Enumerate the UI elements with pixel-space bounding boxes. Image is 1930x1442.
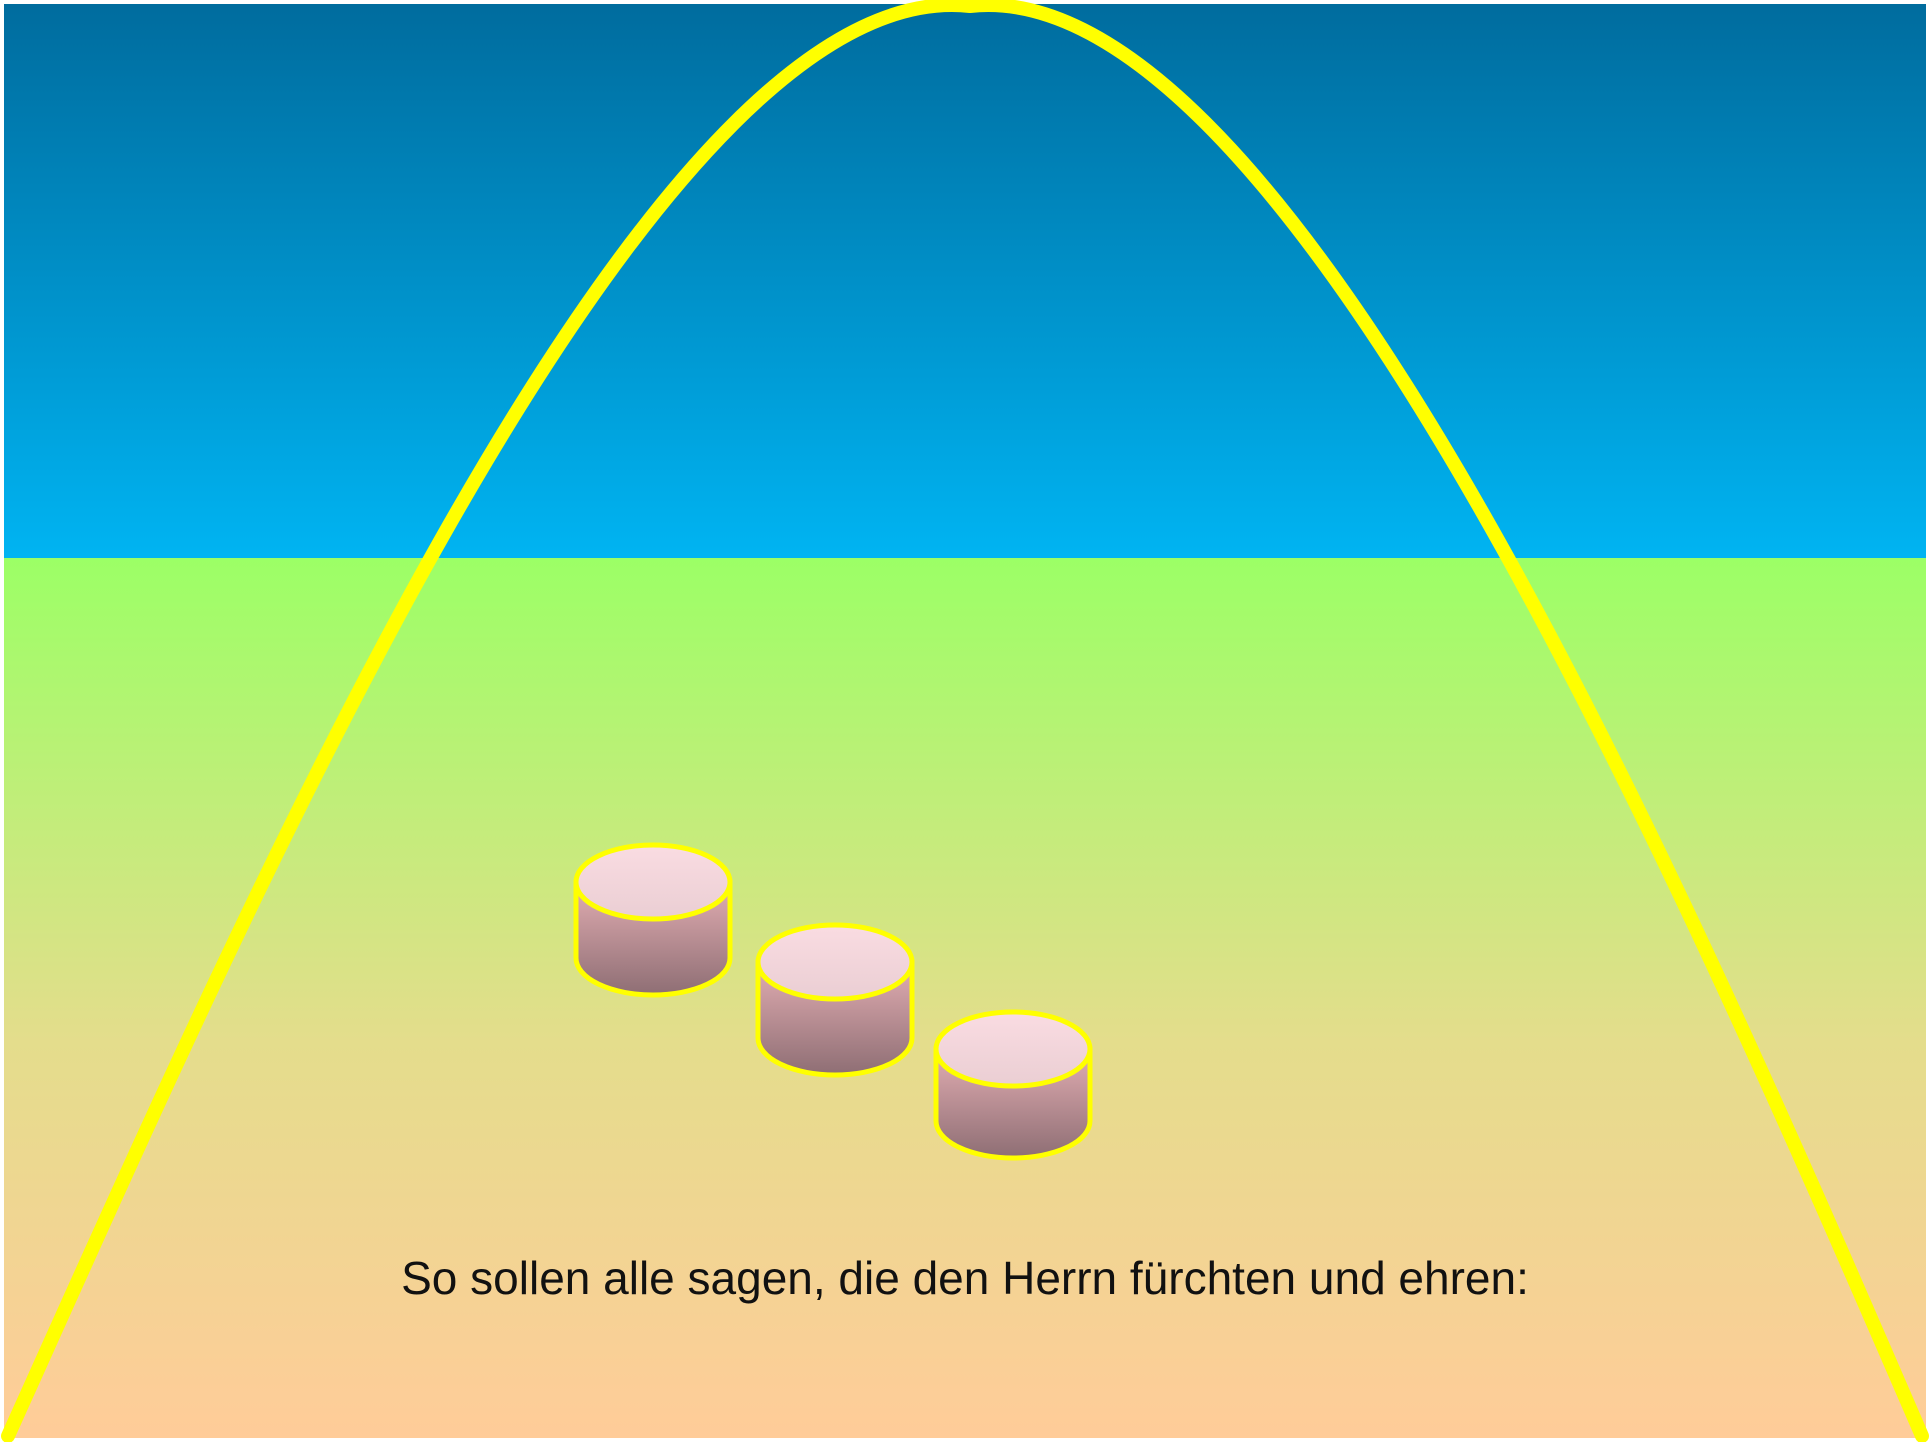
ground-region	[4, 558, 1926, 1438]
cylinder-icon	[755, 922, 915, 1078]
sky-region	[4, 4, 1926, 558]
caption-text: So sollen alle sagen, die den Herrn fürc…	[401, 1252, 1529, 1304]
cylinder-icon	[933, 1009, 1093, 1161]
cylinder-icon	[573, 842, 733, 998]
